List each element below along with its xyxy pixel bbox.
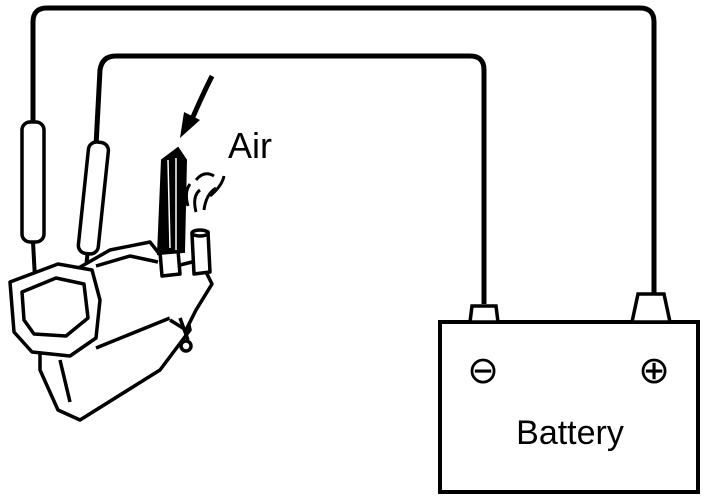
- battery-case: [438, 320, 700, 494]
- positive-terminal-icon: ⊕: [638, 350, 670, 392]
- air-hose: [156, 146, 188, 256]
- negative-terminal-post: [468, 304, 500, 324]
- probe-left: [20, 120, 46, 297]
- air-exhaust-icon: [184, 172, 226, 213]
- battery-label: Battery: [516, 414, 624, 452]
- air-flow-arrow-icon: [180, 74, 215, 138]
- battery: ⊖ ⊕ Battery: [438, 292, 700, 494]
- negative-terminal-icon: ⊖: [467, 350, 499, 392]
- positive-terminal-post: [629, 292, 673, 324]
- wire-to-negative: [93, 53, 487, 304]
- vsv-valve: [8, 228, 214, 422]
- air-port-right: [190, 230, 212, 276]
- air-label: Air: [228, 125, 272, 166]
- wire-to-positive: [30, 5, 657, 298]
